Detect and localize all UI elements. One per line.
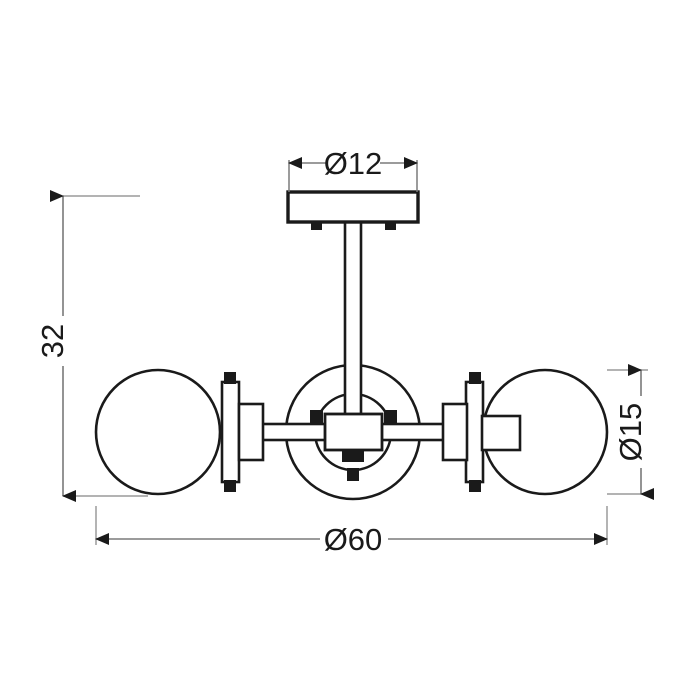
center-junction-box xyxy=(323,412,384,452)
dim-label-canopy-diameter: Ø12 xyxy=(324,146,383,181)
dim-label-total-width: Ø60 xyxy=(324,522,383,557)
dimension-total-width: Ø60 xyxy=(95,506,608,557)
center-tab-bottom-pin xyxy=(347,468,359,481)
dimension-globe-diameter: Ø15 xyxy=(607,364,654,500)
right-socket-stem xyxy=(480,414,522,452)
left-socket-pin-top xyxy=(224,372,236,384)
left-socket-collar xyxy=(220,380,241,484)
center-tab-upper-left xyxy=(310,410,323,423)
right-socket-pin-top xyxy=(469,372,481,384)
dimension-total-height: 32 xyxy=(35,190,148,502)
canopy-screw-tab-left xyxy=(311,221,322,230)
left-glass-globe xyxy=(94,368,222,496)
lamp-assembly xyxy=(94,190,609,501)
ceiling-mount-canopy-plate xyxy=(286,190,420,224)
left-socket-block xyxy=(237,402,265,462)
right-socket-pin-bottom xyxy=(469,480,481,492)
dimension-canopy-diameter: Ø12 xyxy=(288,146,418,192)
right-socket-collar xyxy=(464,380,485,484)
vertical-downrod xyxy=(343,210,363,428)
dim-label-globe-diameter: Ø15 xyxy=(613,403,648,462)
canopy-screw-tab-right xyxy=(385,221,396,230)
dim-label-total-height: 32 xyxy=(35,324,70,358)
left-socket-pin-bottom xyxy=(224,480,236,492)
center-tab-lower xyxy=(342,450,364,462)
right-socket-block xyxy=(441,402,469,462)
center-tab-upper-right xyxy=(384,410,397,423)
